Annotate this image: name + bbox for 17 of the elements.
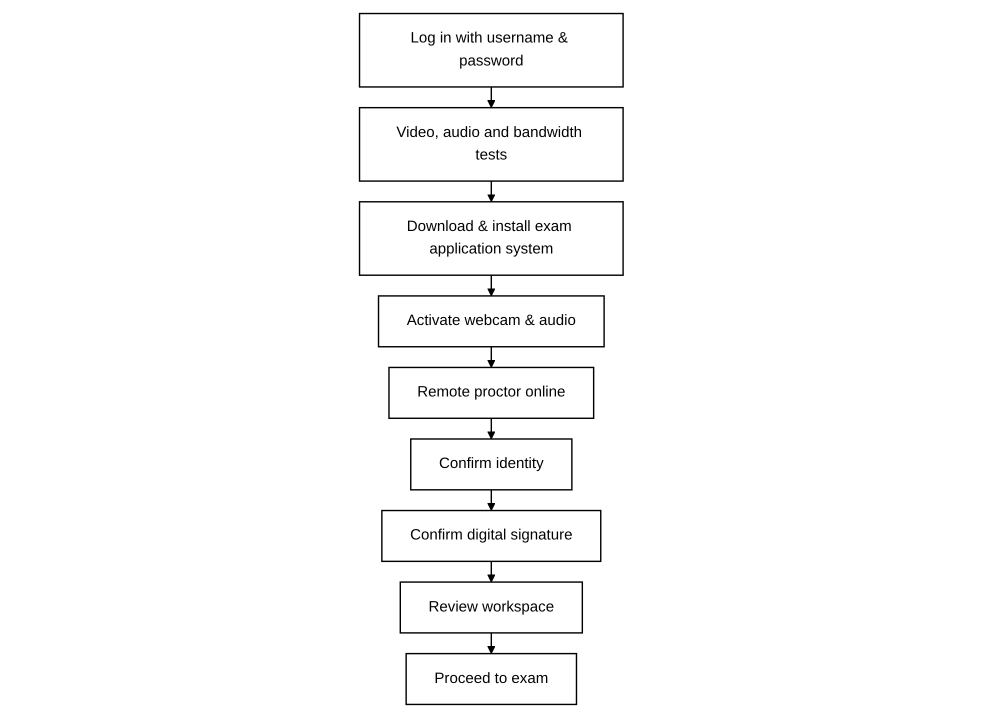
arrow — [486, 561, 496, 582]
arrow — [486, 418, 496, 440]
arrow — [486, 632, 496, 654]
node-box: Video, audio and bandwidth tests — [358, 106, 624, 182]
node-box: Confirm digital signature — [380, 510, 602, 562]
node-box: Review workspace — [399, 581, 583, 634]
node-box: Proceed to exam — [405, 652, 577, 706]
arrow — [486, 86, 496, 108]
arrow — [486, 346, 496, 368]
node-box: Download & install exam application system — [358, 201, 624, 276]
arrow — [486, 275, 496, 296]
arrow — [486, 181, 496, 202]
node-box: Log in with username & password — [358, 12, 624, 88]
node-box: Activate webcam & audio — [378, 295, 604, 348]
node-box: Remote proctor online — [388, 366, 594, 419]
node-box: Confirm identity — [410, 438, 572, 491]
arrow — [486, 490, 496, 511]
